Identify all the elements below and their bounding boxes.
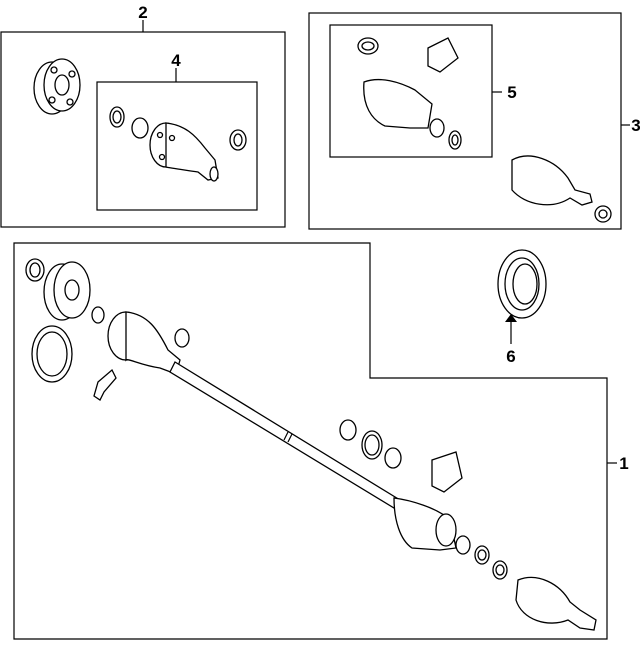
- callout-5: 5: [507, 83, 516, 102]
- callout-3: 3: [631, 116, 640, 135]
- callout-1: 1: [619, 454, 628, 473]
- group-box-5: [329, 24, 493, 158]
- flange-spider: [33, 58, 81, 115]
- outer-cv-joint: [511, 155, 612, 223]
- group-box-3: [308, 12, 622, 230]
- boot-kit: [357, 37, 462, 150]
- cv-joint-small: [109, 106, 247, 182]
- drive-shaft-assembly: [25, 258, 597, 631]
- callout-6: 6: [506, 347, 515, 366]
- seal-ring: [497, 249, 547, 319]
- callout-2: 2: [138, 3, 147, 22]
- callout-4: 4: [171, 51, 181, 70]
- arrow-6: [505, 314, 517, 322]
- group-box-4: [96, 81, 258, 211]
- group-box-1: [13, 242, 608, 640]
